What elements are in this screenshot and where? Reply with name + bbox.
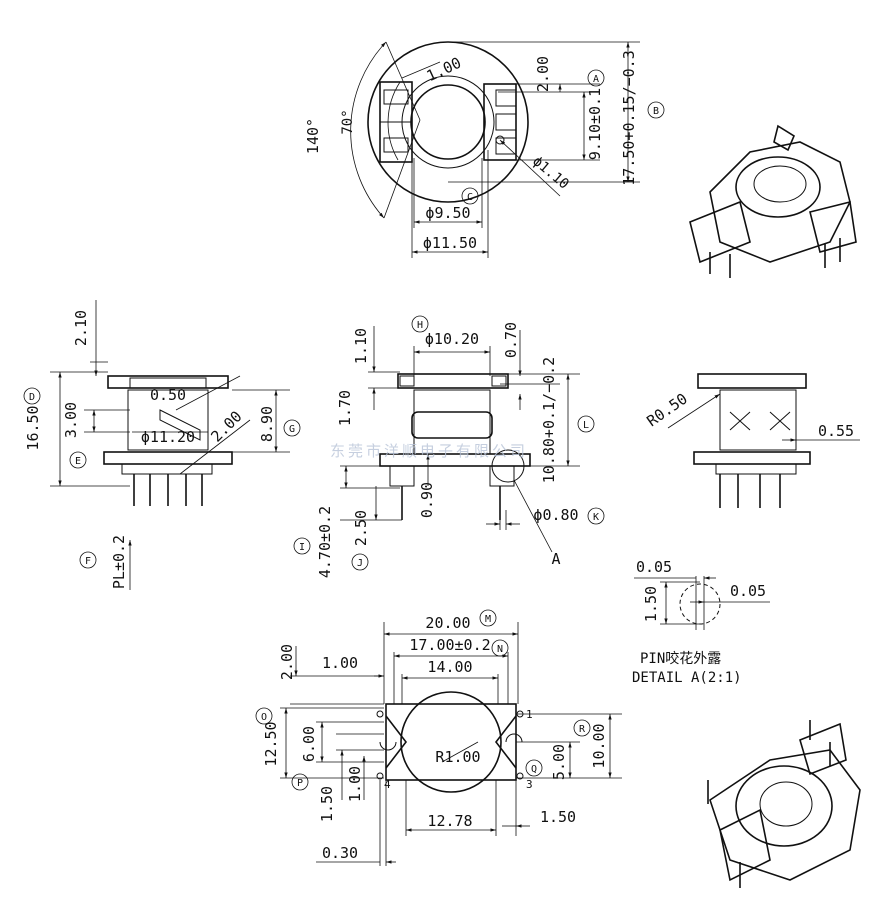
dim-r-1-00: R1.00 — [435, 748, 480, 766]
dim-phi-11-50: ϕ11.50 — [423, 234, 477, 252]
dim-20-00: 20.00 — [425, 614, 470, 632]
marker-o: O — [261, 712, 267, 723]
dim-0-90: 0.90 — [418, 482, 436, 518]
marker-r: R — [579, 724, 586, 735]
angle-140-label: 140° — [304, 118, 322, 154]
right-view — [667, 373, 860, 508]
pin-4-label: 4 — [384, 778, 391, 791]
dim-10-00: 10.00 — [590, 723, 608, 768]
detail-label-cn: PIN咬花外露 — [640, 651, 722, 667]
dim-phi-9-50: ϕ9.50 — [425, 204, 470, 222]
dim-2-50: 2.50 — [352, 510, 370, 546]
isometric-view-bottom — [707, 720, 861, 888]
dim-0-50: 0.50 — [150, 386, 186, 404]
dim-1-00-left: 1.00 — [346, 766, 364, 802]
dim-1-00: 1.00 — [424, 54, 464, 86]
dim-1-50-left: 1.50 — [318, 786, 336, 822]
dim-1-70: 1.70 — [336, 390, 354, 426]
dim-pl: PL±0.2 — [110, 535, 128, 589]
dim-6-00: 6.00 — [300, 726, 318, 762]
dim-0-55: 0.55 — [818, 422, 854, 440]
dim-phi-0-80: ϕ0.80 — [533, 506, 578, 524]
detail-label-en: DETAIL A(2:1) — [632, 670, 742, 686]
dim-0-05-right: 0.05 — [730, 582, 766, 600]
marker-k: K — [593, 512, 599, 523]
marker-a: A — [593, 74, 599, 85]
dim-phi-10-20: ϕ10.20 — [425, 330, 479, 348]
dim-9-10: 9.10±0.1 — [586, 88, 604, 160]
detail-ref-a: A — [551, 550, 560, 568]
marker-h: H — [417, 320, 423, 331]
dim-3-00: 3.00 — [62, 402, 80, 438]
dim-1-50-right: 1.50 — [540, 808, 576, 826]
core-hole — [410, 84, 486, 160]
pin-3-label: 3 — [526, 778, 533, 791]
company-watermark: 东莞市洋顺电子有限公司 — [330, 442, 529, 460]
angle-70-arc — [387, 81, 401, 161]
left-view — [50, 300, 290, 590]
marker-b: B — [653, 106, 659, 117]
dim-2-10: 2.10 — [72, 310, 90, 346]
dim-14-00: 14.00 — [427, 658, 472, 676]
marker-j: J — [357, 558, 363, 569]
marker-g: G — [289, 424, 295, 435]
angle-140-arc — [350, 41, 387, 219]
dim-8-90: 8.90 — [258, 406, 276, 442]
dim-17-00: 17.00±0.2 — [409, 636, 490, 654]
dim-12-50: 12.50 — [262, 721, 280, 766]
bottom-view — [280, 622, 622, 866]
dim-r-0-50: R0.50 — [643, 390, 690, 431]
dim-10-80: 10.80+0.1/−0.2 — [540, 357, 558, 483]
dim-17-50: 17.50+0.15/−0.3 — [620, 50, 638, 185]
dim-0-30: 0.30 — [322, 844, 358, 862]
angle-70-label: 70° — [340, 109, 356, 134]
dim-2-00: 2.00 — [534, 56, 552, 92]
marker-p: P — [297, 778, 303, 789]
marker-e: E — [75, 456, 81, 467]
isometric-view-top — [689, 124, 857, 278]
dim-1-10: 1.10 — [352, 328, 370, 364]
marker-c: C — [467, 192, 473, 203]
dim-0-70: 0.70 — [502, 322, 520, 358]
marker-i: I — [299, 542, 305, 553]
dim-phi-11-20: ϕ11.20 — [141, 428, 195, 446]
dim-1-50-detail: 1.50 — [642, 586, 660, 622]
marker-f: F — [85, 556, 91, 567]
marker-n: N — [497, 644, 503, 655]
pin-1-label: 1 — [526, 708, 533, 721]
dim-2-00-bottom: 2.00 — [278, 644, 296, 680]
detail-a — [634, 576, 770, 630]
dim-12-78: 12.78 — [427, 812, 472, 830]
dim-1-00-top: 1.00 — [322, 654, 358, 672]
front-view — [340, 326, 580, 553]
dim-5-00: 5.00 — [550, 744, 568, 780]
marker-m: M — [485, 614, 491, 625]
marker-q: Q — [531, 764, 537, 775]
top-view — [350, 41, 640, 258]
dim-2-00-left: 2.00 — [207, 407, 245, 445]
marker-l: L — [583, 420, 589, 431]
dim-4-70: 4.70±0.2 — [316, 506, 334, 578]
dim-16-50: 16.50 — [24, 405, 42, 450]
marker-d: D — [29, 392, 35, 403]
dim-0-05-top: 0.05 — [636, 558, 672, 576]
